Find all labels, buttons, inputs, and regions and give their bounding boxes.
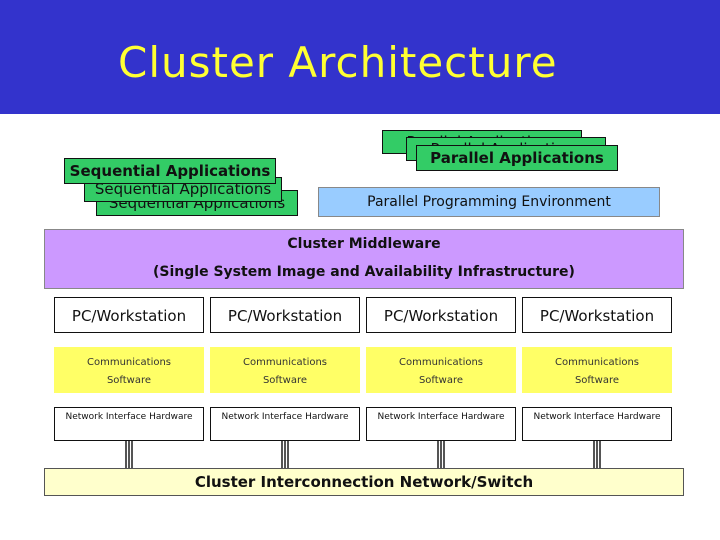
connector-1 — [125, 441, 133, 468]
pc-workstation-label: PC/Workstation — [522, 297, 672, 333]
nic-line-2: Hardware — [617, 412, 661, 422]
slide-title: Cluster Architecture — [118, 38, 558, 87]
nic-line-1: Network Interface — [377, 412, 459, 422]
connector-3 — [437, 441, 445, 468]
middleware-subtitle: (Single System Image and Availability In… — [153, 264, 575, 280]
connector-4 — [593, 441, 601, 468]
pc-workstation-label: PC/Workstation — [210, 297, 360, 333]
communications-software: Communications Software — [366, 347, 516, 393]
middleware-title: Cluster Middleware — [287, 236, 441, 252]
cluster-interconnection-network: Cluster Interconnection Network/Switch — [44, 468, 684, 496]
comm-line-1: Communications — [554, 357, 640, 368]
comm-line-2: Software — [262, 375, 308, 386]
comm-line-1: Communications — [398, 357, 484, 368]
comm-line-2: Software — [106, 375, 152, 386]
title-bar — [0, 0, 720, 114]
communications-software: Communications Software — [54, 347, 204, 393]
nic-line-1: Network Interface — [533, 412, 615, 422]
nic-line-2: Hardware — [461, 412, 505, 422]
nic-line-2: Hardware — [305, 412, 349, 422]
network-interface-hardware: Network Interface Hardware — [366, 407, 516, 441]
cluster-middleware: Cluster Middleware (Single System Image … — [44, 229, 684, 289]
network-interface-hardware: Network Interface Hardware — [522, 407, 672, 441]
nic-line-2: Hardware — [149, 412, 193, 422]
network-interface-hardware: Network Interface Hardware — [210, 407, 360, 441]
pc-workstation-label: PC/Workstation — [366, 297, 516, 333]
comm-line-2: Software — [574, 375, 620, 386]
connector-2 — [281, 441, 289, 468]
comm-line-1: Communications — [86, 357, 172, 368]
communications-software: Communications Software — [210, 347, 360, 393]
communications-software: Communications Software — [522, 347, 672, 393]
network-interface-hardware: Network Interface Hardware — [54, 407, 204, 441]
pc-workstation-label: PC/Workstation — [54, 297, 204, 333]
nic-line-1: Network Interface — [65, 412, 147, 422]
comm-line-2: Software — [418, 375, 464, 386]
nic-line-1: Network Interface — [221, 412, 303, 422]
comm-line-1: Communications — [242, 357, 328, 368]
parallel-programming-environment: Parallel Programming Environment — [318, 187, 660, 217]
parallel-applications-box-1: Parallel Applications — [416, 145, 618, 171]
sequential-applications-box-1: Sequential Applications — [64, 158, 276, 184]
